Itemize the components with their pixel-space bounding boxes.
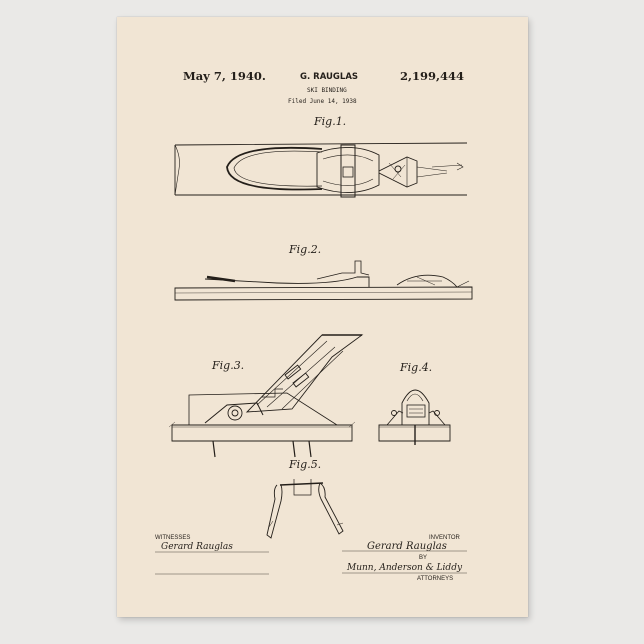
witness-signature: Gerard Rauglas (161, 542, 233, 552)
witnesses-label: WITNESSES (155, 535, 190, 541)
fig1-label: Fig.1. (314, 115, 346, 128)
figure-1-drawing (175, 143, 467, 197)
fig2-label: Fig.2. (289, 243, 321, 256)
attorneys-label: ATTORNEYS (417, 576, 453, 582)
figure-5-drawing (267, 479, 343, 538)
figure-3-drawing (169, 335, 362, 457)
fig3-label: Fig.3. (212, 359, 244, 372)
fig5-label: Fig.5. (289, 458, 321, 471)
patent-drawing (117, 17, 528, 617)
by-label: BY (419, 555, 427, 561)
fig4-label: Fig.4. (400, 361, 432, 374)
inventor-signature: Gerard Rauglas (367, 541, 447, 552)
patent-poster: May 7, 1940. G. RAUGLAS 2,199,444 SKI BI… (117, 17, 528, 617)
figure-4-drawing (379, 390, 450, 445)
figure-2-drawing (175, 261, 472, 300)
attorneys-signature: Munn, Anderson & Liddy (347, 563, 462, 573)
